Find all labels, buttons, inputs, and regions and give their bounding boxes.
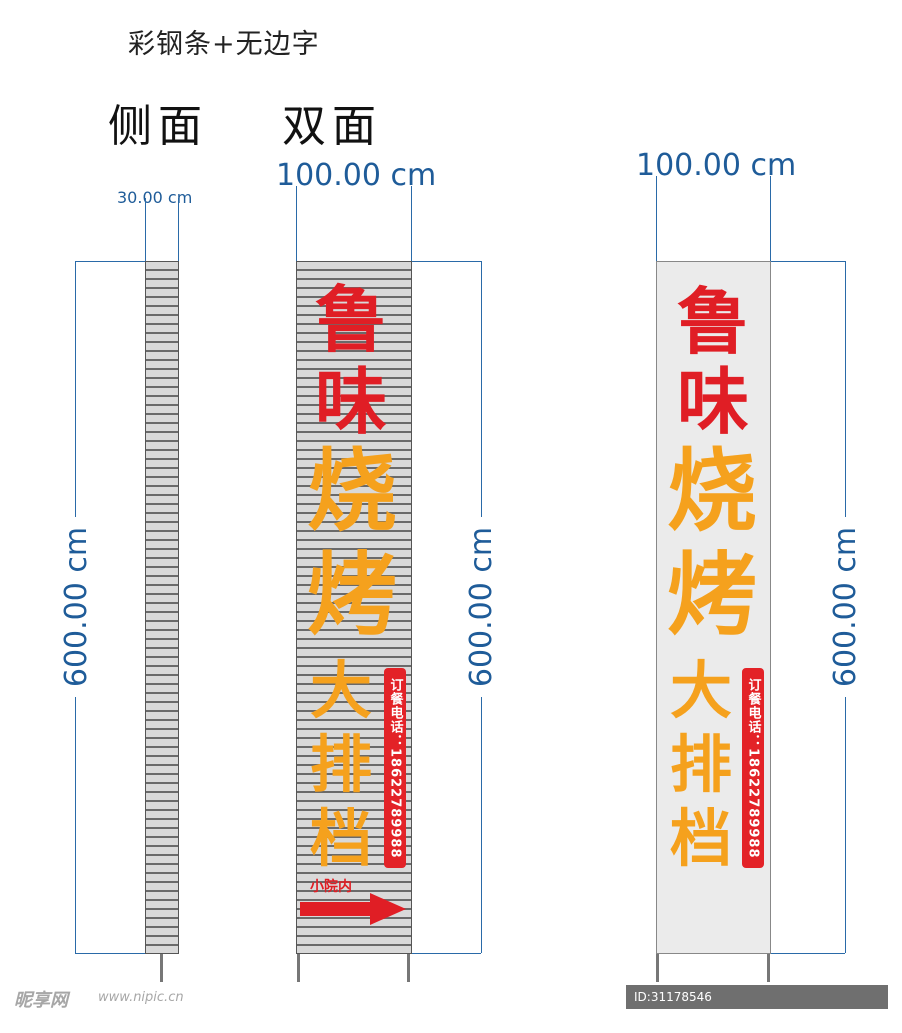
double-pole-right	[407, 954, 410, 982]
direction-arrow-icon	[300, 893, 406, 925]
plain-char-dang: 档	[669, 802, 732, 875]
double-top-extension-line	[411, 261, 481, 262]
sign-char-kao: 烤	[307, 543, 397, 648]
image-id-bar: ID:31178546 NO:20260416141338904106	[626, 985, 888, 1028]
double-bottom-extension-line	[411, 953, 481, 954]
side-height-dimension: 600.00 cm	[59, 517, 95, 697]
double-view-label: 双面	[282, 101, 382, 152]
plain-width-line-right	[770, 176, 771, 262]
diagram-title: 彩钢条+无边字	[128, 29, 320, 60]
plain-char-kao: 烤	[667, 543, 757, 648]
side-width-dimension: 30.00 cm	[117, 188, 193, 207]
side-bottom-extension-line	[75, 953, 145, 954]
side-width-line-left	[145, 198, 146, 262]
plain-height-dimension: 600.00 cm	[828, 517, 864, 697]
plain-top-extension-line	[770, 261, 845, 262]
plain-bottom-extension-line	[770, 953, 845, 954]
plain-char-lu: 鲁	[676, 280, 749, 364]
arrow-label: 小院内	[310, 879, 352, 895]
plain-pole-left	[656, 954, 659, 982]
plain-char-wei: 味	[676, 360, 749, 444]
sign-char-da: 大	[309, 654, 372, 727]
side-top-extension-line	[75, 261, 145, 262]
watermark-url: www.nipic.cn	[98, 990, 184, 1005]
double-height-dimension: 600.00 cm	[464, 517, 500, 697]
watermark-logo: 昵享网	[14, 990, 68, 1011]
double-width-line-left	[296, 186, 297, 262]
sign-char-shao: 烧	[307, 439, 397, 544]
plain-width-line-left	[656, 176, 657, 262]
plain-phone-strip: 订餐电话：18622789988	[742, 668, 764, 868]
plain-char-da: 大	[669, 654, 732, 727]
plain-char-shao: 烧	[667, 439, 757, 544]
side-slat-panel	[145, 261, 179, 954]
plain-pole-right	[767, 954, 770, 982]
side-view-label: 侧面	[108, 101, 208, 152]
side-width-line-right	[178, 198, 179, 262]
plain-char-pai: 排	[669, 728, 732, 801]
double-pole-left	[297, 954, 300, 982]
double-width-dimension: 100.00 cm	[276, 158, 437, 193]
phone-strip: 订餐电话：18622789988	[384, 668, 406, 868]
double-width-line-right	[411, 186, 412, 262]
sign-char-dang: 档	[309, 802, 372, 875]
sign-char-pai: 排	[309, 728, 372, 801]
side-pole	[160, 954, 163, 982]
sign-char-wei: 味	[314, 360, 387, 444]
plain-width-dimension: 100.00 cm	[636, 148, 797, 183]
sign-char-lu: 鲁	[314, 278, 387, 362]
